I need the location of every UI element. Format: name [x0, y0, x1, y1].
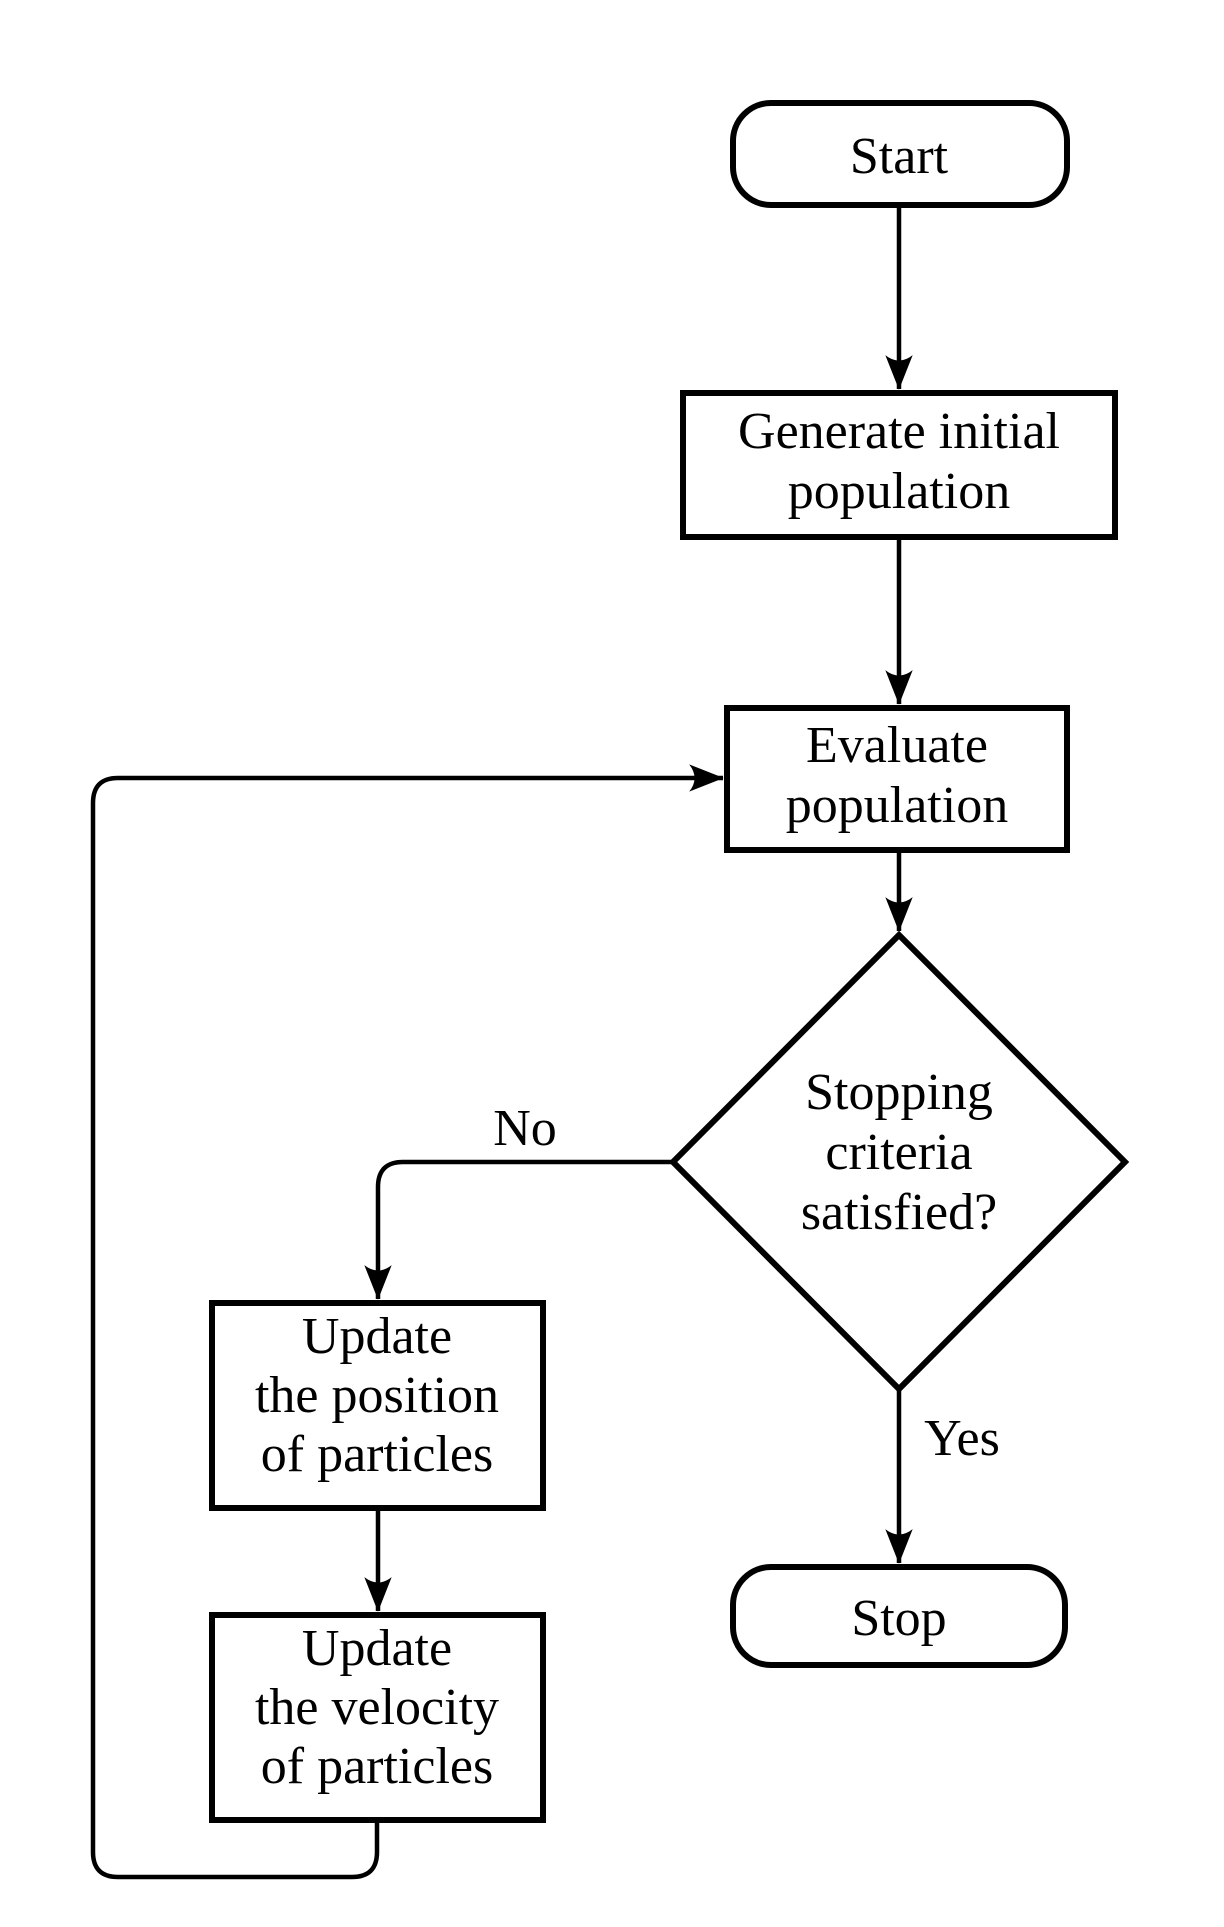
arrow-decision-no-to-update-position — [364, 1159, 673, 1300]
node-start: Start — [730, 100, 1070, 208]
node-update-position: Update the position of particles — [209, 1300, 546, 1511]
start-label: Start — [850, 128, 949, 185]
evaluate-population-label-line2: population — [786, 777, 1008, 834]
node-stopping-criteria-decision: Stopping criteria satisfied? — [668, 930, 1130, 1394]
update-velocity-label-line3: of particles — [261, 1738, 493, 1795]
evaluate-population-label-line1: Evaluate — [806, 717, 988, 774]
node-update-velocity: Update the velocity of particles — [209, 1612, 546, 1823]
stop-terminator-shape — [730, 1564, 1068, 1668]
arrow-loop-to-evaluate — [90, 764, 724, 1880]
update-position-label-line1: Update — [302, 1308, 452, 1365]
stopping-criteria-label-line2: criteria — [825, 1124, 972, 1181]
update-position-label-line3: of particles — [261, 1426, 493, 1483]
yes-branch-label: Yes — [924, 1410, 1000, 1467]
node-generate-population: Generate initial population — [680, 390, 1118, 540]
start-terminator-shape — [730, 100, 1070, 208]
stopping-criteria-label-line3: satisfied? — [801, 1184, 997, 1241]
update-velocity-label-line2: the velocity — [255, 1679, 499, 1736]
generate-population-label-line1: Generate initial — [738, 403, 1060, 460]
update-position-shape — [209, 1300, 546, 1511]
generate-population-shape — [680, 390, 1118, 540]
generate-population-label-line2: population — [788, 463, 1010, 520]
stop-label: Stop — [851, 1590, 946, 1647]
update-position-label-line2: the position — [255, 1367, 499, 1424]
node-evaluate-population: Evaluate population — [724, 705, 1070, 853]
no-branch-label: No — [493, 1100, 557, 1157]
update-velocity-label-line1: Update — [302, 1620, 452, 1677]
update-velocity-shape — [209, 1612, 546, 1823]
stopping-criteria-label-line1: Stopping — [805, 1064, 993, 1121]
node-stop: Stop — [730, 1564, 1068, 1668]
stopping-criteria-diamond-shape — [668, 930, 1130, 1394]
evaluate-population-shape — [724, 705, 1070, 853]
